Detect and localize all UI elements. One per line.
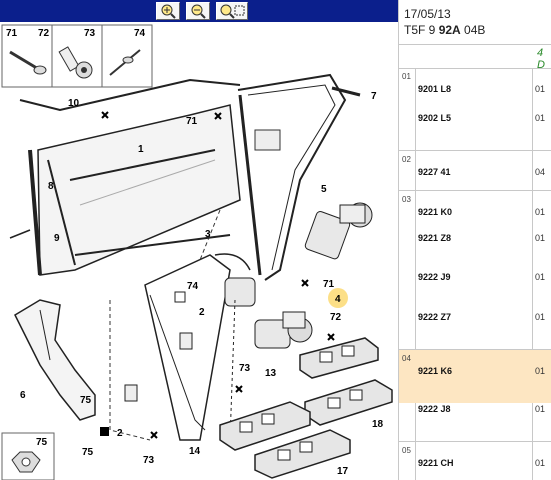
group-number: 05 bbox=[402, 446, 411, 455]
callout-6[interactable]: 6 bbox=[20, 390, 26, 401]
group-number: 03 bbox=[402, 195, 411, 204]
door-bracket-6 bbox=[14, 299, 96, 421]
part-ref[interactable]: 9221 Z8 bbox=[418, 233, 452, 243]
zoom-in-button[interactable] bbox=[156, 2, 180, 20]
callout-2-upper[interactable]: 2 bbox=[199, 307, 205, 318]
part-ref[interactable]: 9222 J8 bbox=[418, 404, 451, 414]
window-motor-5 bbox=[304, 202, 373, 260]
part-ref[interactable]: 9222 J9 bbox=[418, 272, 451, 282]
nut-75-box: 75 bbox=[1, 432, 55, 480]
part-qty: 01 bbox=[535, 312, 546, 322]
part-qty: 01 bbox=[535, 113, 546, 123]
callout-72[interactable]: 72 bbox=[38, 28, 50, 39]
part-ref[interactable]: 9202 L5 bbox=[418, 113, 452, 123]
callout-5[interactable]: 5 bbox=[321, 184, 327, 195]
callout-17[interactable]: 17 bbox=[337, 466, 349, 477]
exploded-view-drawing: 71 72 73 74 10 71 7 1 8 5 9 3 71 74 4 2 … bbox=[1, 24, 393, 480]
callout-74-regulator[interactable]: 74 bbox=[187, 281, 199, 292]
document-date: 17/05/13 bbox=[404, 7, 451, 21]
callout-75-bracket[interactable]: 75 bbox=[80, 395, 92, 406]
callout-73-lower[interactable]: 73 bbox=[143, 455, 155, 466]
window-glass-front bbox=[9, 78, 241, 276]
switch-panel-13 bbox=[299, 337, 379, 379]
callout-71[interactable]: 71 bbox=[6, 28, 18, 39]
zoom-area-icon bbox=[220, 4, 245, 19]
rivet-74-icon bbox=[109, 49, 141, 76]
parts-list-panel: 17/05/13 T5F 9 92A 04B 4 D 01 9201 L8 01… bbox=[398, 0, 551, 480]
callout-highlight bbox=[328, 288, 348, 308]
callout-14[interactable]: 14 bbox=[189, 446, 201, 457]
code-prefix: T5F 9 bbox=[404, 23, 439, 37]
callout-73[interactable]: 73 bbox=[84, 28, 96, 39]
diagram-toolbar bbox=[0, 0, 398, 22]
window-motor-4 bbox=[254, 311, 313, 349]
callout-10[interactable]: 10 bbox=[68, 98, 80, 109]
fastener-box bbox=[1, 24, 153, 88]
part-qty: 01 bbox=[535, 272, 546, 282]
callout-1[interactable]: 1 bbox=[138, 144, 144, 155]
group-number: 01 bbox=[402, 72, 411, 81]
zoom-out-button[interactable] bbox=[186, 2, 210, 20]
callout-7[interactable]: 7 bbox=[371, 91, 377, 102]
code-suffix: 04B bbox=[460, 23, 486, 37]
part-ref[interactable]: 9201 L8 bbox=[418, 84, 452, 94]
callout-72-motor[interactable]: 72 bbox=[330, 312, 342, 323]
part-ref[interactable]: 9221 CH bbox=[418, 458, 454, 468]
part-qty: 01 bbox=[535, 84, 546, 94]
switch-panel-17 bbox=[254, 429, 351, 479]
zoom-in-icon bbox=[161, 4, 176, 19]
part-qty: 01 bbox=[535, 207, 546, 217]
part-qty: 01 bbox=[535, 458, 546, 468]
screw-71-72-icon bbox=[9, 50, 47, 75]
group-number: 04 bbox=[402, 354, 411, 363]
window-glass-rear bbox=[237, 73, 361, 281]
zoom-area-button[interactable] bbox=[216, 2, 248, 20]
part-ref-selected[interactable]: 9221 K6 bbox=[418, 366, 453, 376]
rivet-74-marker bbox=[174, 291, 186, 303]
clip-2-lower bbox=[124, 384, 138, 402]
document-code: T5F 9 92A 04B bbox=[404, 23, 485, 37]
callout-75-lower[interactable]: 75 bbox=[82, 447, 94, 458]
part-ref[interactable]: 9227 41 bbox=[418, 167, 451, 177]
window-regulator bbox=[144, 253, 256, 441]
part-qty: 01 bbox=[535, 366, 546, 376]
part-ref[interactable]: 9221 K0 bbox=[418, 207, 453, 217]
part-qty: 01 bbox=[535, 404, 546, 414]
callout-13[interactable]: 13 bbox=[265, 368, 277, 379]
callout-71-rear[interactable]: 71 bbox=[323, 279, 335, 290]
code-bold: 92A bbox=[438, 23, 461, 37]
selected-part-row[interactable] bbox=[399, 349, 551, 403]
callout-9[interactable]: 9 bbox=[54, 233, 60, 244]
position-markers bbox=[101, 111, 335, 439]
zoom-out-icon bbox=[191, 4, 206, 19]
callout-8[interactable]: 8 bbox=[48, 181, 54, 192]
callout-18[interactable]: 18 bbox=[372, 419, 384, 430]
parts-diagram-panel: 71 72 73 74 10 71 7 1 8 5 9 3 71 74 4 2 … bbox=[0, 0, 398, 480]
callout-73-regulator[interactable]: 73 bbox=[239, 363, 251, 374]
callout-4[interactable]: 4 bbox=[335, 294, 341, 305]
callout-3[interactable]: 3 bbox=[205, 229, 211, 240]
part-qty: 04 bbox=[535, 167, 546, 177]
switch-panel-14 bbox=[219, 401, 311, 451]
callout-2-lower[interactable]: 2 bbox=[117, 428, 123, 439]
fastener-75-marker bbox=[100, 427, 109, 436]
part-ref[interactable]: 9222 Z7 bbox=[418, 312, 452, 322]
callout-75-box[interactable]: 75 bbox=[36, 437, 48, 448]
callout-74[interactable]: 74 bbox=[134, 28, 146, 39]
part-qty: 01 bbox=[535, 233, 546, 243]
group-number: 02 bbox=[402, 155, 411, 164]
clip-2-upper bbox=[179, 332, 193, 350]
bolt-73-icon bbox=[58, 46, 93, 79]
page-label: 4 D bbox=[537, 47, 545, 71]
callout-71-glass[interactable]: 71 bbox=[186, 116, 198, 127]
